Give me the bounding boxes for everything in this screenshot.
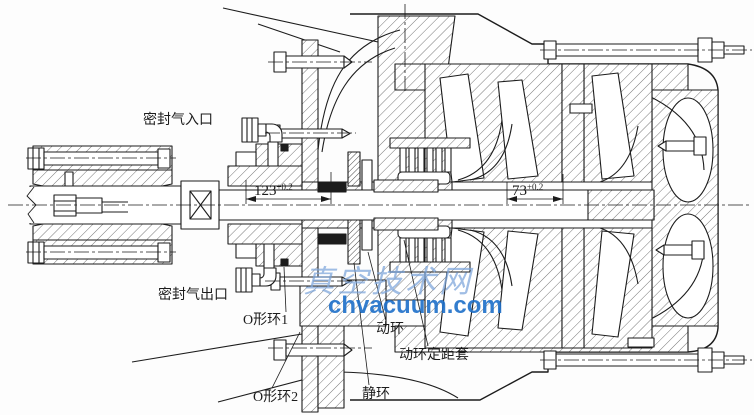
label-moving-ring: 动环 <box>376 321 404 337</box>
centerlines <box>8 4 752 361</box>
label-seal-gas-inlet: 密封气入口 <box>143 111 213 128</box>
seal-cartridge-top <box>227 117 351 187</box>
dimension-left-text: 123±0.2 <box>254 182 293 199</box>
callout-labels: 密封气入口 密封气出口 O形环1 O形环2 动环 静环 动环定距套 <box>143 111 469 405</box>
moving-ring-spacer-sleeve <box>373 217 439 231</box>
watermark-domain: chvacuum.com <box>328 292 503 319</box>
label-moving-ring-spacer: 动环定距套 <box>399 347 469 363</box>
dimension-left <box>245 172 332 204</box>
o-ring-1-section <box>280 258 289 267</box>
label-static-ring: 静环 <box>362 386 390 402</box>
static-ring-top <box>347 151 361 187</box>
label-o-ring-2: O形环2 <box>253 389 298 405</box>
o-ring-1-top-section <box>280 143 289 152</box>
machine-linework <box>8 4 752 413</box>
dimension-right <box>506 174 564 204</box>
impeller-stage-2 <box>561 63 653 349</box>
moving-ring-bottom <box>361 219 373 251</box>
watermark-site-name: 真空技术网 <box>303 264 474 299</box>
seal-cartridge-bottom <box>227 223 351 293</box>
label-seal-gas-outlet: 密封气出口 <box>158 286 228 303</box>
leader-lines <box>271 239 429 389</box>
watermark: 真空技术网 chvacuum.com <box>303 264 503 319</box>
moving-ring-top <box>361 159 373 191</box>
dimension-right-text: 73±0.2 <box>512 182 543 199</box>
label-o-ring-1: O形环1 <box>243 312 288 328</box>
casing-studs <box>627 136 707 348</box>
seal-gas-outlet-fitting <box>235 243 277 293</box>
seal-gas-inlet-fitting <box>241 117 283 167</box>
static-ring-bottom <box>347 219 361 265</box>
dimension-texts: 123±0.2 73±0.2 <box>254 182 543 199</box>
seal-ring-faces <box>317 151 439 265</box>
